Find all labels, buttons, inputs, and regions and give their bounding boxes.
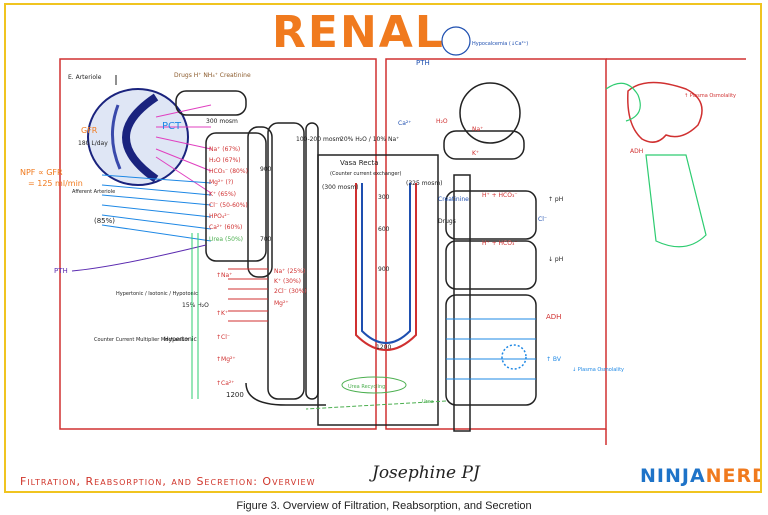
adh-arrows	[446, 318, 536, 380]
hypothalamus-pituitary	[605, 81, 707, 248]
pct-85-label: (85%)	[94, 217, 115, 225]
figure-caption: Figure 3. Overview of Filtration, Reabso…	[236, 500, 532, 512]
logo-part-2: NERD	[705, 465, 760, 487]
svg-text:H₂O (67%): H₂O (67%)	[209, 157, 241, 164]
svg-text:700: 700	[260, 236, 272, 243]
urea-label: Urea	[422, 399, 434, 405]
hco3-bottom: H⁺ + HCO₃⁻	[482, 240, 518, 247]
cl-label: Cl⁻	[538, 216, 547, 223]
creatinine-box: Creatinine	[438, 196, 469, 203]
h2o-label: H₂O	[436, 118, 448, 125]
svg-text:900: 900	[378, 266, 390, 273]
ca-label: Ca²⁺	[398, 120, 411, 127]
npf-label: NPF ∝ GFR	[20, 168, 63, 177]
pct-label: PCT	[162, 121, 182, 132]
vasa-osm-300: (300 mosm)	[322, 184, 359, 191]
hypocalcemia-label: Hypocalcemia (↓Ca²⁺)	[472, 41, 528, 47]
pct-ions: Na⁺ (67%) H₂O (67%) HCO₃⁻ (80%) Mg²⁺ (?)…	[209, 146, 248, 243]
svg-text:HPO₄²⁻: HPO₄²⁻	[209, 213, 230, 220]
svg-text:↑Cl⁻: ↑Cl⁻	[216, 334, 230, 341]
ph-up-label: ↑ pH	[548, 196, 563, 203]
svg-text:Urea (50%): Urea (50%)	[209, 236, 243, 243]
plasma-osm-down-label: ↓ Plasma Osmolality	[572, 367, 624, 373]
svg-text:K⁺ (65%): K⁺ (65%)	[209, 191, 236, 198]
hypertonic-label: Hypertonic	[164, 336, 197, 343]
ascending-ions: ↑Na⁺ ↑K⁺ ↑Cl⁻ ↑Mg²⁺ ↑Ca²⁺	[216, 272, 236, 387]
svg-text:300: 300	[378, 194, 390, 201]
svg-text:↑Na⁺: ↑Na⁺	[216, 272, 232, 279]
pth-left-label: PTH	[54, 267, 68, 275]
plasma-osm-up-label: ↑ Plasma Osmolality	[684, 93, 736, 99]
k-label: K⁺	[472, 150, 479, 157]
vasa-osm-325: (325 mosm)	[406, 180, 443, 187]
pth-top-label: PTH	[416, 59, 430, 67]
svg-text:↑Mg²⁺: ↑Mg²⁺	[216, 356, 236, 363]
ph-down-label: ↓ pH	[548, 256, 563, 263]
loop-ions: Na⁺ (25%) K⁺ (30%) 2Cl⁻ (30%) Mg²⁺	[274, 268, 307, 307]
urea-recycling-label: Urea Recycling	[348, 384, 385, 390]
afferent-label: Afferent Arteriole	[72, 189, 115, 195]
loop-of-henle	[245, 122, 326, 406]
secretion-list: Drugs H⁺ NH₄⁺ Creatinine	[174, 72, 251, 79]
vasa-recta-title: Vasa Recta	[340, 159, 378, 167]
osm-300-label: 300 mosm	[206, 118, 238, 125]
drugs-box: Drugs	[438, 218, 456, 225]
npf-value: = 125 ml/min	[28, 179, 83, 188]
counter-current-label: Counter Current Multiplier Mechanism	[94, 337, 189, 343]
svg-text:1200: 1200	[376, 344, 391, 351]
svg-text:K⁺ (30%): K⁺ (30%)	[274, 278, 301, 285]
svg-text:Ca²⁺ (60%): Ca²⁺ (60%)	[209, 224, 242, 231]
section-title: Filtration, Reabsorption, and Secretion:…	[20, 475, 316, 488]
svg-text:Mg²⁺ (?): Mg²⁺ (?)	[209, 179, 233, 186]
distal-tubule	[443, 82, 537, 432]
vasa-scale: 300 600 900 1200	[376, 194, 391, 351]
svg-text:↑K⁺: ↑K⁺	[216, 310, 228, 317]
efferent-arteriole-label: E. Arteriole	[68, 74, 102, 81]
svg-text:2Cl⁻ (30%): 2Cl⁻ (30%)	[274, 288, 307, 295]
svg-text:↑Ca²⁺: ↑Ca²⁺	[216, 380, 234, 387]
diagram-frame: RENAL E. Arteriole GFR 180 L/day NPF ∝ G…	[4, 3, 762, 493]
tonicity-list: Hypertonic / Isotonic / Hypotonic	[116, 291, 198, 297]
peritubular-box-right	[385, 58, 607, 430]
na-label: Na⁺	[472, 126, 483, 133]
na-h2o-label: 20% H₂O / 10% Na⁺	[340, 136, 399, 143]
vasa-recta-subtitle: (Counter current exchanger)	[330, 171, 401, 177]
svg-text:Na⁺ (25%): Na⁺ (25%)	[274, 268, 305, 275]
peritubular-box-left	[59, 58, 377, 430]
proximal-tubule	[175, 90, 273, 278]
svg-text:600: 600	[378, 226, 390, 233]
hco3-top: H⁺ + HCO₃⁻	[482, 192, 518, 199]
osm-1200-label: 1200	[226, 391, 244, 399]
svg-text:Mg²⁺: Mg²⁺	[274, 300, 289, 307]
renal-diagram: E. Arteriole GFR 180 L/day NPF ∝ GFR = 1…	[20, 26, 746, 445]
logo-part-1: NINJA	[640, 465, 706, 487]
svg-text:Cl⁻ (50-60%): Cl⁻ (50-60%)	[209, 202, 248, 209]
svg-text:900: 900	[260, 166, 272, 173]
adh-right-label: ADH	[630, 148, 643, 155]
filtrate-arrows	[155, 104, 212, 194]
adh-label: ADH	[546, 313, 561, 321]
author-signature: Josephine PJ	[372, 463, 480, 483]
gfr-value: 180 L/day	[78, 140, 108, 147]
svg-text:Na⁺ (67%): Na⁺ (67%)	[209, 146, 240, 153]
ninja-nerd-logo: NINJANERD	[640, 465, 760, 487]
diagram-title: RENAL	[272, 7, 445, 58]
tbv-label: ↑ BV	[546, 356, 562, 363]
vasa-recta	[317, 154, 439, 426]
h2o-15-label: 15% H₂O	[182, 302, 209, 309]
glomerulus	[87, 88, 189, 186]
osm-100-200-label: 100-200 mosm	[296, 136, 342, 143]
gfr-label: GFR	[81, 126, 98, 135]
svg-text:HCO₃⁻ (80%): HCO₃⁻ (80%)	[209, 168, 248, 175]
